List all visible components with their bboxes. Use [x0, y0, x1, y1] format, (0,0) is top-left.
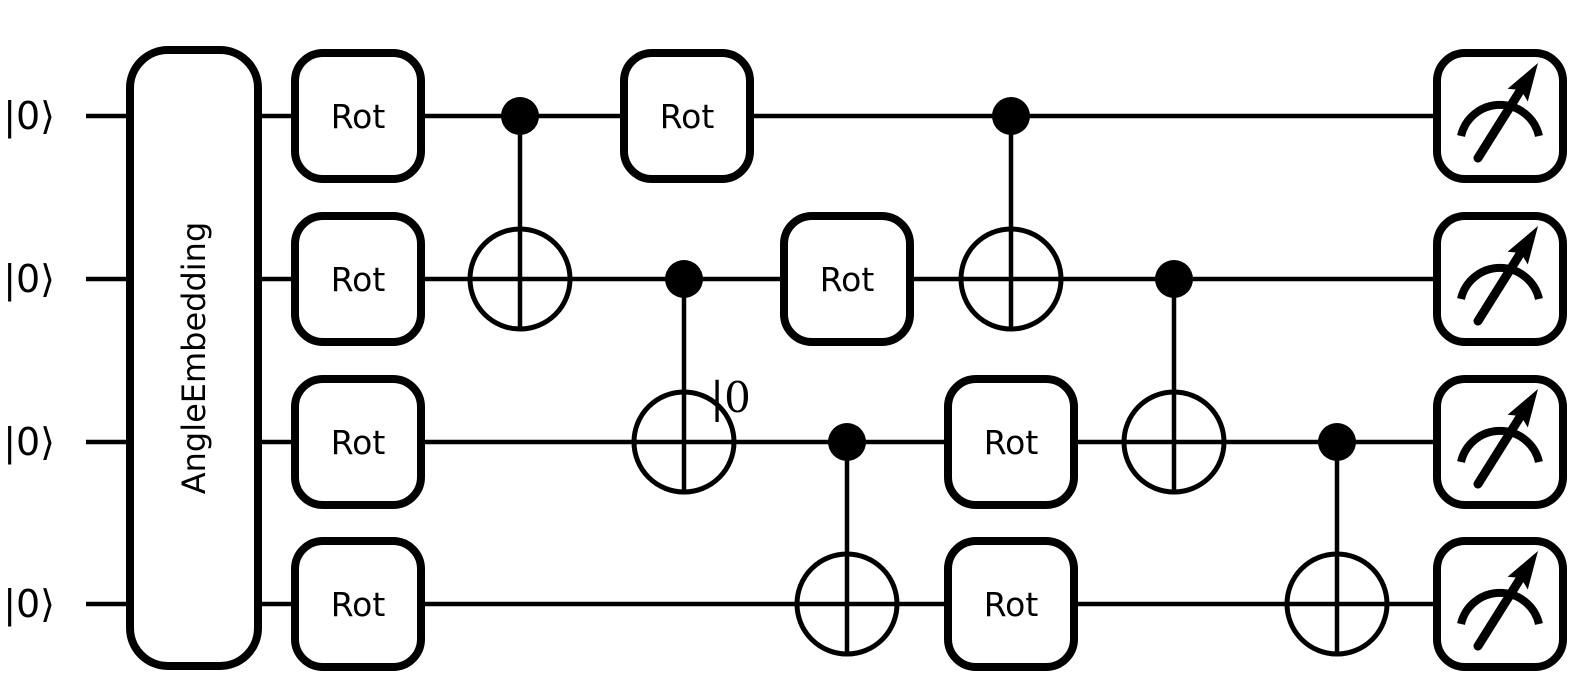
- rot-gate: Rot: [291, 537, 425, 671]
- measurement-gauge: [1433, 537, 1567, 671]
- rot-gate-box: [291, 375, 425, 509]
- gauge-needle-icon: [1473, 574, 1525, 651]
- rot-gate-label: Rot: [331, 423, 386, 462]
- gauge-arc-icon: [1457, 100, 1543, 138]
- rot-gate-box: [291, 537, 425, 671]
- measurement-gauge: [1433, 212, 1567, 346]
- cnot-target-xor-circle-icon: [631, 389, 737, 495]
- gauge-needle-icon: [1473, 249, 1525, 326]
- measurement-gauge: [1433, 375, 1567, 509]
- cnot-gate: [794, 423, 900, 657]
- rot-gate-box: [620, 49, 754, 183]
- measurement-gauge: [1433, 49, 1567, 183]
- cnot-target-xor-circle-icon: [958, 226, 1064, 332]
- rot-gate: Rot: [780, 212, 914, 346]
- rot-gate: Rot: [291, 375, 425, 509]
- cnot-target-xor-circle-icon: [467, 226, 573, 332]
- angle-embedding-box: [126, 46, 262, 670]
- angle-embedding-label: AngleEmbedding: [175, 222, 213, 495]
- gauge-arrowhead-icon: [1507, 63, 1538, 102]
- wire-label: |0⟩: [3, 257, 55, 302]
- gauge-needle-icon: [1473, 86, 1525, 163]
- rot-gate-label: Rot: [984, 585, 1039, 624]
- rot-gate-box: [291, 49, 425, 183]
- gauge-arrowhead-icon: [1507, 389, 1538, 428]
- rot-gate: Rot: [291, 212, 425, 346]
- cnot-gate: [467, 97, 573, 332]
- wire-label: |0⟩: [3, 582, 55, 627]
- gauge-arrowhead-icon: [1507, 226, 1538, 265]
- rot-gate: Rot: [620, 49, 754, 183]
- rot-gate-label: Rot: [331, 585, 386, 624]
- cnot-control-dot-icon: [992, 97, 1030, 135]
- cnot-control-dot-icon: [1318, 423, 1356, 461]
- cnot-gate: [1284, 423, 1390, 657]
- rot-gate: Rot: [944, 375, 1078, 509]
- cnot-control-dot-icon: [1155, 260, 1193, 298]
- gauge-arc-icon: [1457, 588, 1543, 626]
- state-annotation: |0: [710, 373, 751, 422]
- cnot-gate: [1121, 260, 1227, 495]
- wire-label: |0⟩: [3, 94, 55, 139]
- rot-gate-label: Rot: [660, 97, 715, 136]
- cnot-gate: [958, 97, 1064, 332]
- cnot-target-xor-circle-icon: [1121, 389, 1227, 495]
- rot-gate-label: Rot: [820, 260, 875, 299]
- wire-label: |0⟩: [3, 420, 55, 465]
- rot-gate: Rot: [944, 537, 1078, 671]
- rot-gate-box: [944, 537, 1078, 671]
- gauge-arc-icon: [1457, 263, 1543, 301]
- cnot-target-xor-circle-icon: [794, 551, 900, 657]
- gauge-needle-icon: [1473, 412, 1525, 489]
- angle-embedding-gate: AngleEmbedding: [126, 46, 262, 670]
- rot-gate-label: Rot: [331, 260, 386, 299]
- rot-gate-box: [291, 212, 425, 346]
- cnot-target-xor-circle-icon: [1284, 551, 1390, 657]
- rot-gate-label: Rot: [331, 97, 386, 136]
- gauge-arc-icon: [1457, 426, 1543, 464]
- rot-gate-box: [780, 212, 914, 346]
- cnot-gate: |0: [631, 260, 751, 495]
- cnot-control-dot-icon: [828, 423, 866, 461]
- cnot-control-dot-icon: [501, 97, 539, 135]
- gauge-arrowhead-icon: [1507, 551, 1538, 590]
- rot-gate-box: [944, 375, 1078, 509]
- rot-gate: Rot: [291, 49, 425, 183]
- cnot-control-dot-icon: [665, 260, 703, 298]
- rot-gate-label: Rot: [984, 423, 1039, 462]
